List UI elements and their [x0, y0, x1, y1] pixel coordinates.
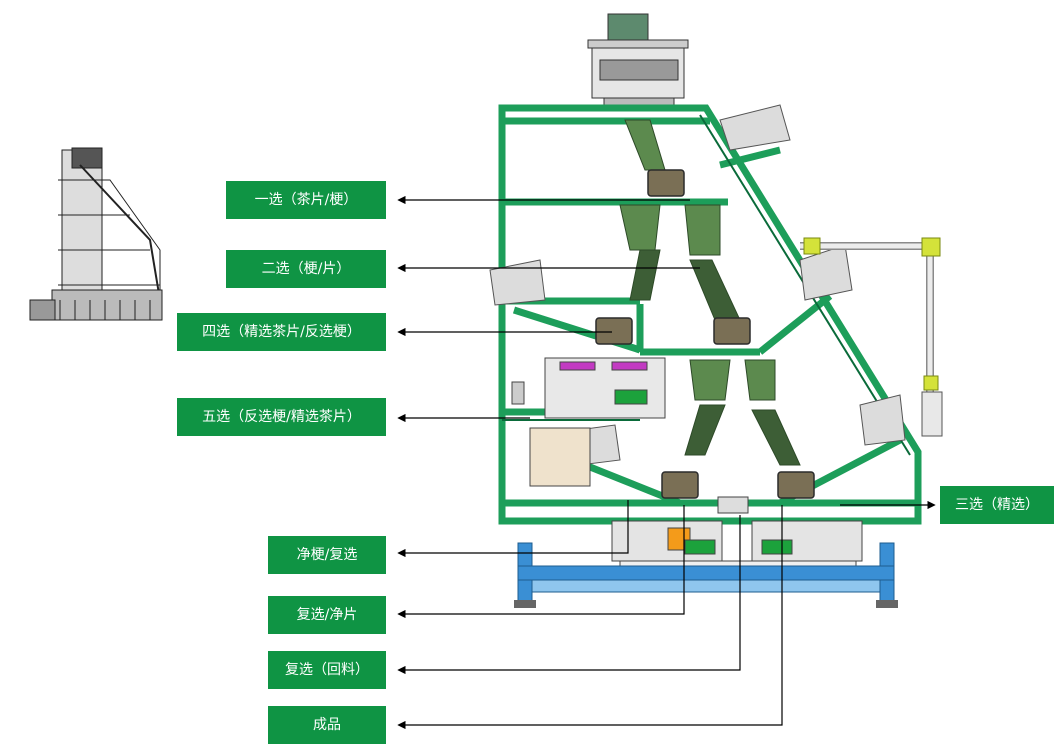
label-reselect-return: 复选（回料） — [268, 651, 386, 689]
leader-arrows — [397, 195, 936, 730]
arrow-left-icon — [397, 505, 685, 619]
chutes — [619, 119, 801, 466]
camera-unit-icon — [587, 13, 689, 107]
label-select-1: 一选（茶片/梗） — [226, 181, 386, 219]
machine-base — [514, 542, 898, 608]
machine-thumbnail-icon — [29, 147, 163, 321]
return-pipe — [800, 237, 943, 437]
arrow-left-icon — [397, 505, 783, 730]
ejector-units — [511, 357, 666, 487]
bottom-hoppers — [611, 496, 863, 576]
label-reselect-clean-piece: 复选/净片 — [268, 596, 386, 634]
label-select-5: 五选（反选梗/精选茶片） — [177, 398, 386, 436]
arrow-left-icon — [397, 500, 629, 558]
sorter-module-icon — [595, 169, 815, 499]
label-select-2: 二选（梗/片） — [226, 250, 386, 288]
label-product: 成品 — [268, 706, 386, 744]
label-clean-stem: 净梗/复选 — [268, 536, 386, 574]
arrow-left-icon — [397, 515, 741, 675]
label-select-3: 三选（精选） — [940, 486, 1054, 524]
camera-heads — [489, 104, 906, 466]
label-select-4: 四选（精选茶片/反选梗） — [177, 313, 386, 351]
